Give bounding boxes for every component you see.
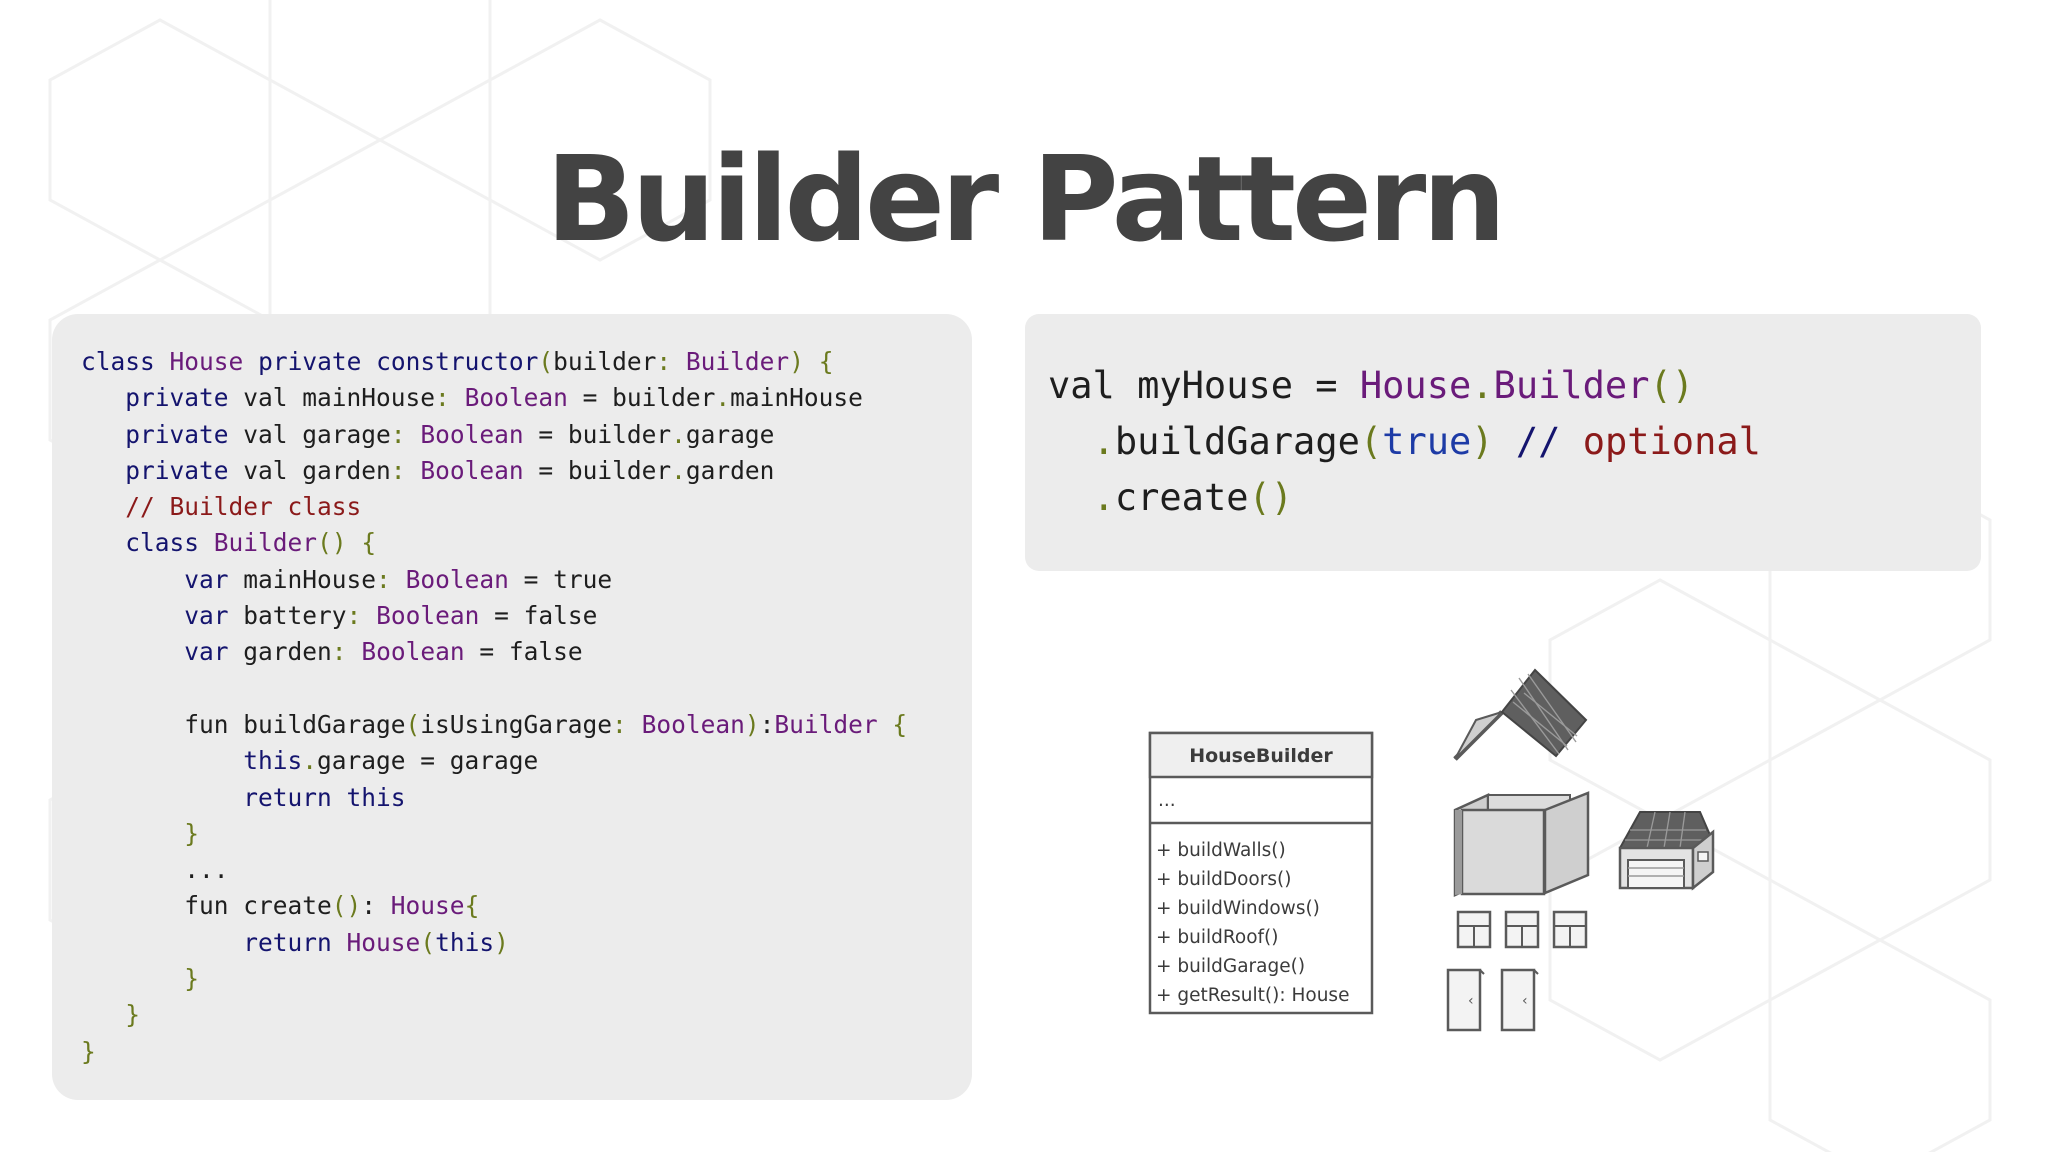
builder-usage-code: val myHouse = House.Builder() .buildGara… xyxy=(1048,358,1761,526)
builder-usage-code-panel: val myHouse = House.Builder() .buildGara… xyxy=(1025,314,1981,571)
code-line: return House(this) xyxy=(243,927,509,957)
svg-text:‹: ‹ xyxy=(1468,993,1474,1009)
slide-title: Builder Pattern xyxy=(545,130,1507,268)
code-line: this.garage = garage xyxy=(243,746,539,776)
walls-icon xyxy=(1453,791,1590,897)
token: class xyxy=(81,347,155,376)
code-line: ... xyxy=(81,855,229,885)
code-line xyxy=(81,674,96,703)
code-line: .create() xyxy=(1092,476,1294,519)
code-line: } xyxy=(125,1000,141,1030)
svg-text:‹: ‹ xyxy=(1522,993,1528,1009)
code-line: fun buildGarage(isUsingGarage: Boolean):… xyxy=(81,709,908,739)
uml-fields: ... xyxy=(1158,790,1176,811)
uml-method: + getResult(): House xyxy=(1156,985,1349,1006)
house-class-code-panel: class House private constructor(builder:… xyxy=(52,314,972,1100)
door-icon: ‹ xyxy=(1500,968,1539,1032)
window-icon xyxy=(1552,910,1588,949)
code-line: .buildGarage(true) // optional xyxy=(1092,420,1761,463)
uml-method: + buildDoors() xyxy=(1156,869,1291,890)
code-line: var battery: Boolean = false xyxy=(184,601,598,631)
garage-icon xyxy=(1618,811,1715,891)
house-builder-diagram: HouseBuilder ... + buildWalls() + buildD… xyxy=(1148,668,1715,1032)
code-line: private val garden: Boolean = builder.ga… xyxy=(125,455,775,485)
code-line: class Builder() { xyxy=(125,528,377,558)
uml-class-box: HouseBuilder ... + buildWalls() + buildD… xyxy=(1148,731,1374,1015)
uml-method: + buildGarage() xyxy=(1156,956,1305,977)
token: House xyxy=(169,347,244,376)
window-icon xyxy=(1504,910,1540,949)
uml-method: + buildRoof() xyxy=(1156,927,1278,948)
code-line: } xyxy=(184,818,200,848)
code-line: private val mainHouse: Boolean = builder… xyxy=(125,383,863,413)
code-line: } xyxy=(81,1036,96,1066)
house-class-code: class House private constructor(builder:… xyxy=(81,344,907,1070)
door-icon: ‹ xyxy=(1446,968,1485,1032)
code-line: val myHouse = House.Builder() xyxy=(1048,364,1695,407)
code-line: private val garage: Boolean = builder.ga… xyxy=(125,419,775,449)
code-line: var garden: Boolean = false xyxy=(184,637,583,667)
code-line: } xyxy=(184,964,200,994)
roof-icon xyxy=(1453,668,1588,761)
code-line: var mainHouse: Boolean = true xyxy=(184,564,613,594)
token: private xyxy=(258,347,362,376)
code-line: class House private constructor(builder:… xyxy=(81,347,834,376)
code-line: // Builder class xyxy=(125,492,362,522)
uml-class-name: HouseBuilder xyxy=(1189,745,1333,767)
token: constructor xyxy=(376,347,539,376)
code-line: fun create(): House{ xyxy=(81,891,480,921)
window-icon xyxy=(1456,910,1492,949)
token: Builder xyxy=(685,347,790,376)
uml-method: + buildWalls() xyxy=(1156,840,1286,861)
code-line: return this xyxy=(243,782,406,812)
uml-method: + buildWindows() xyxy=(1156,898,1320,919)
